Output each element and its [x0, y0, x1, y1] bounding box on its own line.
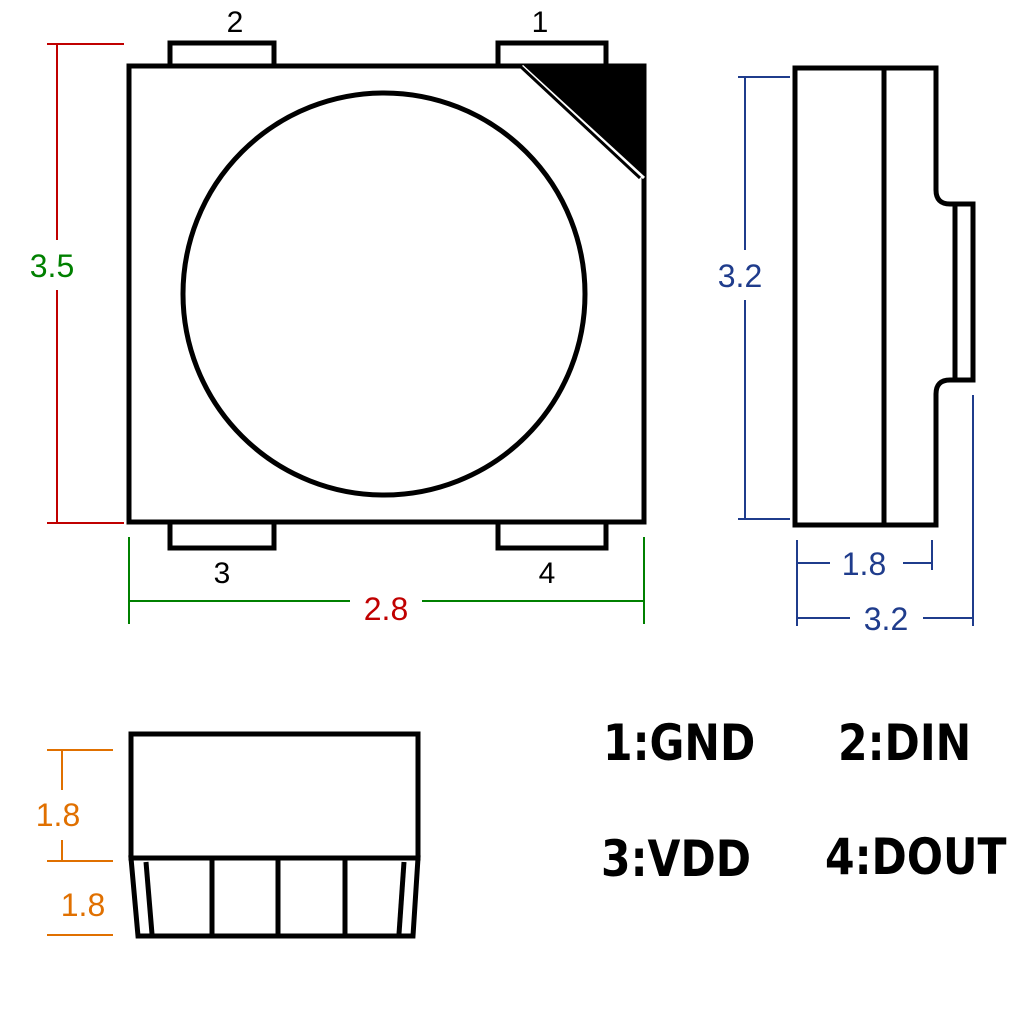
front-lower-dim-label: 1.8 — [61, 887, 105, 923]
pin-number-2: 2 — [227, 6, 244, 39]
pinout-legend: 1:GND 2:DIN 3:VDD 4:DOUT — [601, 714, 1007, 888]
top-view — [126, 40, 647, 551]
height-dimension-label: 3.5 — [30, 248, 74, 284]
front-upper-body — [128, 731, 421, 861]
pad-3 — [167, 518, 277, 551]
pin-number-3: 3 — [214, 557, 231, 590]
front-lower-body — [128, 855, 421, 939]
width-dimension-label: 2.8 — [364, 591, 408, 627]
side-dimensions — [738, 76, 974, 626]
pinout-1: 1:GND — [603, 714, 755, 772]
pad-2 — [167, 40, 277, 70]
pinout-3: 3:VDD — [601, 830, 751, 888]
pinout-2: 2:DIN — [838, 714, 971, 772]
pin-number-4: 4 — [539, 557, 556, 590]
pinout-4: 4:DOUT — [825, 828, 1007, 886]
pad-1 — [495, 40, 609, 70]
front-upper-dim-label: 1.8 — [36, 797, 80, 833]
side-view — [792, 65, 976, 528]
front-dimensions — [47, 749, 113, 936]
side-body — [792, 65, 958, 528]
width-dimension — [128, 537, 645, 624]
pin-number-1: 1 — [532, 6, 549, 39]
side-total-depth-label: 3.2 — [864, 601, 908, 637]
side-height-label: 3.2 — [718, 258, 762, 294]
front-view — [128, 731, 421, 939]
height-dimension — [47, 43, 124, 524]
side-body-depth-label: 1.8 — [842, 546, 886, 582]
lens-circle — [180, 90, 588, 498]
pad-4 — [495, 518, 609, 551]
